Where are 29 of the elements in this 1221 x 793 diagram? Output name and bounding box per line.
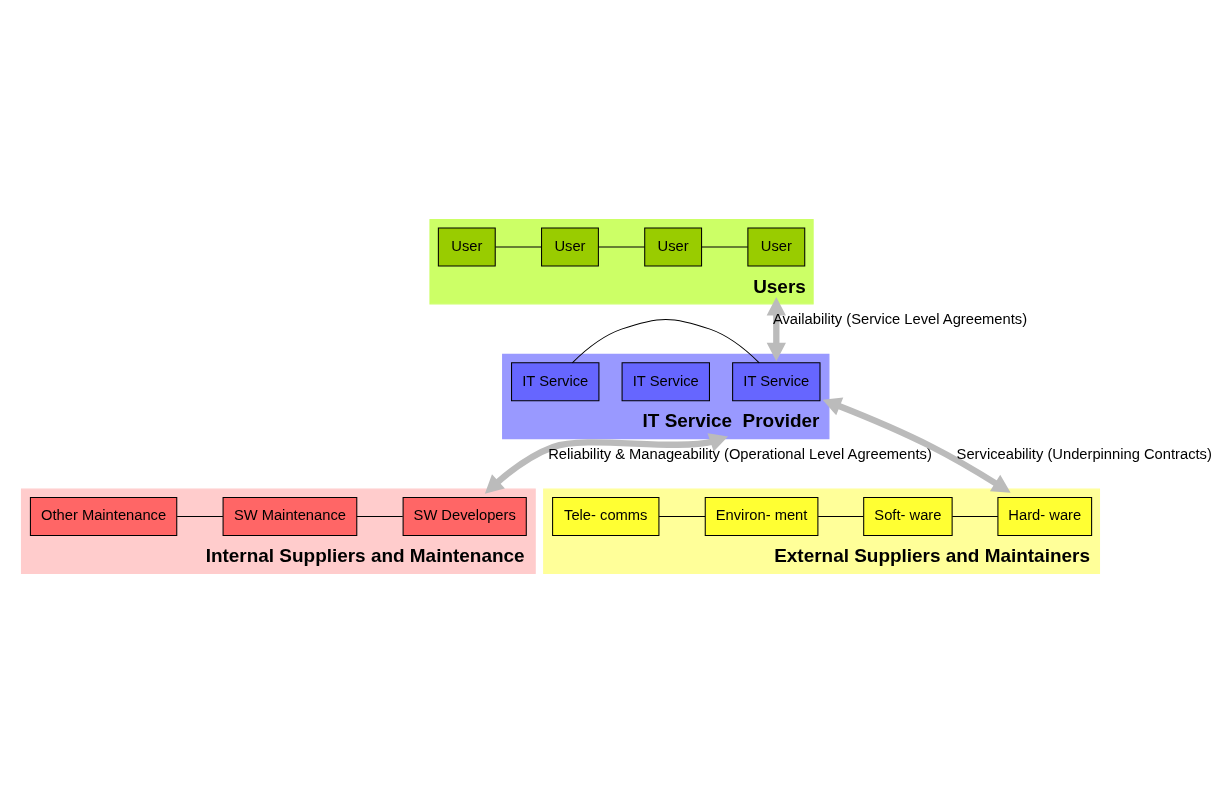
node-box: SW Maintenance [222,497,358,536]
node-box: User [437,227,496,267]
node-box: IT Service [732,362,821,402]
connector [701,246,749,248]
connector [571,318,760,364]
node-box: Hard- ware [997,497,1093,536]
node-box: Soft- ware [863,497,953,536]
node-box: User [644,227,703,267]
connector [598,246,646,248]
connector [356,516,404,518]
node-box: User [747,227,806,267]
connector [817,516,864,518]
connector [951,516,999,518]
edge-label: Reliability & Manageability (Operational Level Agreements) [548,445,932,462]
arrow [766,297,786,362]
node-box: IT Service [621,362,710,402]
node-box: IT Service [511,362,600,402]
node-box: Tele- comms [552,497,660,536]
connector [658,516,706,518]
node-box: Other Maintenance [29,497,178,536]
connector [494,246,542,248]
connector [176,516,224,518]
node-box: Environ- ment [704,497,819,536]
node-box: SW Developers [402,497,527,536]
edge-label: Serviceability (Underpinning Contracts) [956,445,1212,462]
edge-label: Availability (Service Level Agreements) [772,311,1028,328]
arrow [822,397,1011,493]
node-box: User [541,227,599,267]
arrow [484,433,728,494]
